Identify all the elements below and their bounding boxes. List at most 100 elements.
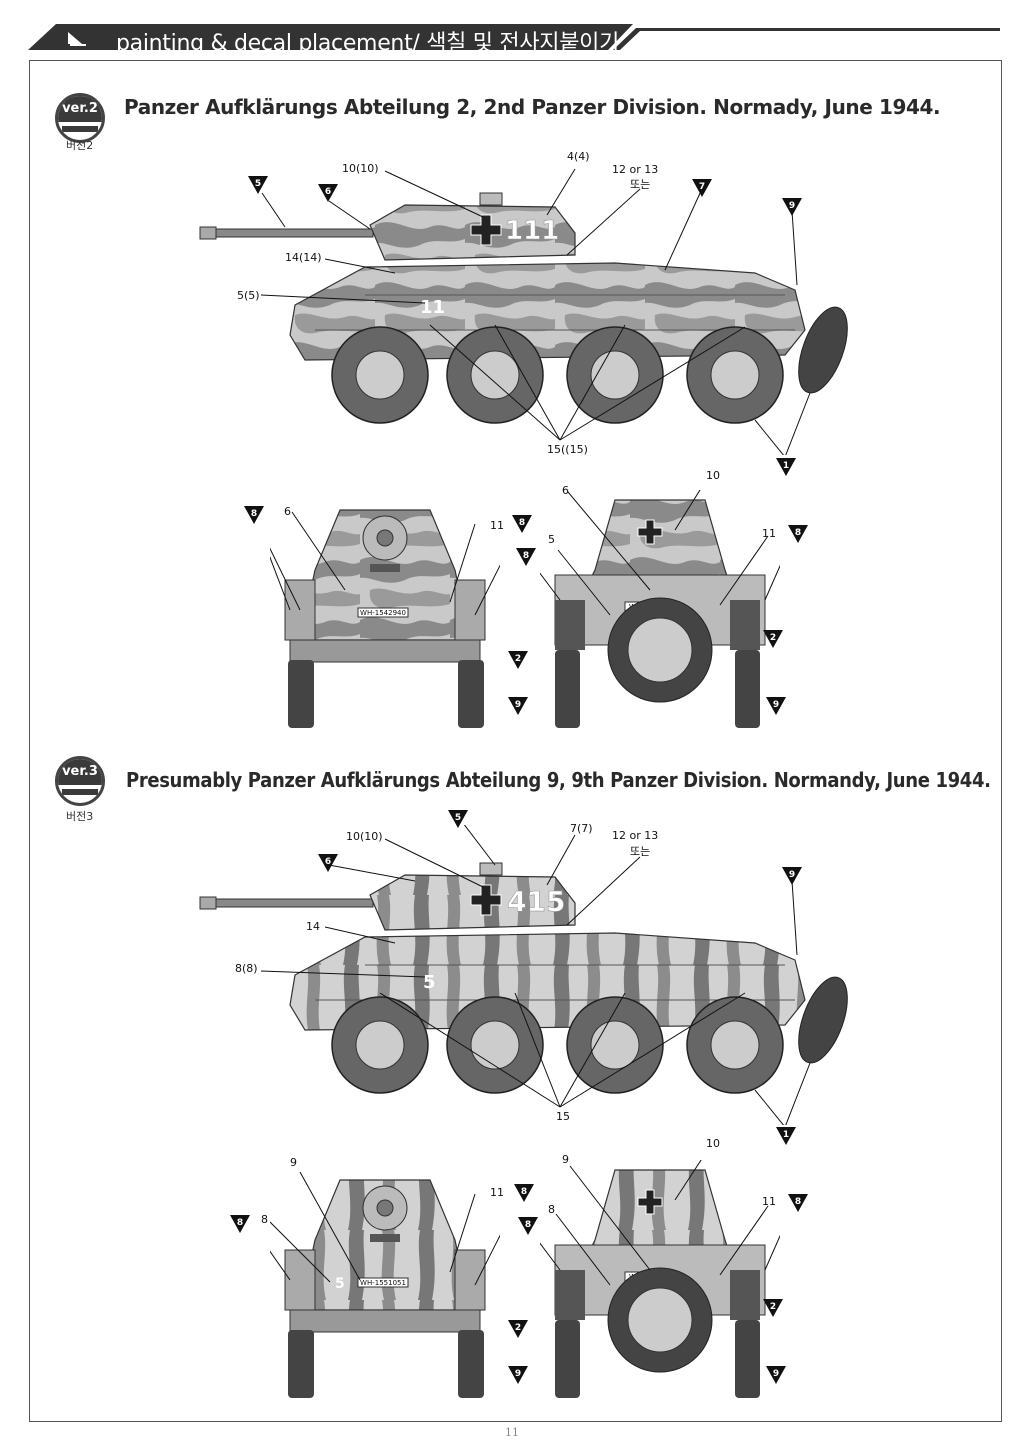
version-badge-label: ver.2: [58, 96, 102, 122]
callout-label: 11: [490, 519, 504, 532]
paint-marker: 2: [508, 651, 528, 669]
paint-marker: 7: [692, 179, 712, 197]
paint-marker: 9: [508, 697, 528, 715]
callout-label: 5: [548, 533, 555, 546]
svg-text:2: 2: [770, 633, 776, 643]
svg-text:8: 8: [237, 1218, 243, 1228]
callout-label: 14(14): [285, 251, 322, 264]
svg-text:5: 5: [335, 1276, 345, 1292]
svg-text:9: 9: [789, 201, 795, 211]
paint-marker: 2: [763, 630, 783, 648]
svg-text:8: 8: [523, 551, 529, 561]
svg-text:8: 8: [795, 528, 801, 538]
callout-label: 11: [762, 1195, 776, 1208]
callout-label: 8: [548, 1203, 555, 1216]
license-plate: WH-1551051: [360, 1279, 406, 1287]
callout-label: 또는: [630, 178, 651, 191]
callout-label: 9: [562, 1153, 569, 1166]
svg-text:2: 2: [515, 1323, 521, 1333]
paint-marker: 9: [766, 1366, 786, 1384]
callout-label: 10(10): [342, 162, 379, 175]
callout-label: 10(10): [346, 830, 383, 843]
side-view-drawing: 415 5: [199, 825, 848, 1125]
callout-label: 10: [706, 1137, 720, 1150]
paint-marker: 5: [448, 810, 468, 828]
paint-marker: 9: [766, 697, 786, 715]
svg-text:1: 1: [783, 1130, 789, 1140]
paint-marker: 8: [230, 1215, 250, 1233]
svg-text:8: 8: [795, 1197, 801, 1207]
hull-number: 11: [420, 297, 445, 318]
callout-label: 11: [490, 1186, 504, 1199]
callout-label: 4(4): [567, 150, 590, 163]
paint-marker: 9: [508, 1366, 528, 1384]
callout-label: 12 or 13: [612, 829, 659, 842]
svg-text:2: 2: [770, 1302, 776, 1312]
svg-text:8: 8: [525, 1220, 531, 1230]
paint-marker: 6: [318, 184, 338, 202]
svg-text:5: 5: [255, 179, 261, 189]
header-title: painting & decal placement/ 색칠 및 전사지붙이기: [116, 31, 620, 56]
version-badge: ver.3: [55, 756, 105, 806]
page-number: 11: [505, 1426, 519, 1439]
paint-marker: 8: [788, 1194, 808, 1212]
version-badge-subtitle: 버전3: [66, 810, 94, 823]
svg-text:9: 9: [515, 700, 521, 710]
paint-marker: 8: [516, 548, 536, 566]
rear-view-drawing: WH-1551051 5: [270, 1171, 500, 1398]
paint-marker: 8: [518, 1217, 538, 1235]
paint-marker: 1: [776, 1127, 796, 1145]
callout-label: 8(8): [235, 962, 258, 975]
svg-text:9: 9: [773, 1369, 779, 1379]
svg-text:7: 7: [699, 182, 705, 192]
version-badge-subtitle: 버전2: [66, 139, 94, 152]
callout-label: 14: [306, 920, 320, 933]
paint-marker: 9: [782, 867, 802, 885]
callout-label: 9: [290, 1156, 297, 1169]
front-view-drawing: WH-1551051: [540, 1160, 780, 1398]
paint-marker: 8: [514, 1184, 534, 1202]
paint-marker: 8: [244, 506, 264, 524]
callout-label: 또는: [630, 845, 651, 858]
rear-view-drawing: WH-1542940: [270, 509, 500, 728]
paint-marker: 8: [788, 525, 808, 543]
callout-label: 12 or 13: [612, 163, 659, 176]
version-badge: ver.2: [55, 93, 105, 143]
paint-marker: 9: [782, 198, 802, 216]
callout-label: 11: [762, 527, 776, 540]
section-header: painting & decal placement/ 색칠 및 전사지붙이기: [28, 22, 1000, 56]
paint-marker: 6: [318, 854, 338, 872]
svg-text:6: 6: [325, 857, 331, 867]
callout-label: 6: [562, 484, 569, 497]
callout-label: 15((15): [547, 443, 588, 456]
front-view-drawing: WH-1542940: [540, 490, 780, 728]
svg-text:9: 9: [773, 700, 779, 710]
svg-text:9: 9: [515, 1369, 521, 1379]
svg-text:9: 9: [789, 870, 795, 880]
svg-text:6: 6: [325, 187, 331, 197]
paint-marker: 8: [512, 515, 532, 533]
version-badge-label: ver.3: [58, 759, 102, 785]
svg-text:8: 8: [521, 1187, 527, 1197]
version-title: Panzer Aufklärungs Abteilung 2, 2nd Panz…: [124, 95, 941, 119]
side-view-drawing: 111 11: [199, 168, 848, 455]
callout-label: 6: [284, 505, 291, 518]
paint-marker: 2: [508, 1320, 528, 1338]
license-plate: WH-1542940: [360, 609, 406, 617]
callout-label: 8: [261, 1213, 268, 1226]
svg-text:1: 1: [783, 461, 789, 471]
callout-label: 7(7): [570, 822, 593, 835]
paint-marker: 1: [776, 458, 796, 476]
svg-text:5: 5: [455, 813, 461, 823]
content-frame: [29, 60, 1002, 1422]
callout-label: 15: [556, 1110, 570, 1123]
turret-number: 111: [505, 216, 559, 246]
callout-label: 10: [706, 469, 720, 482]
svg-text:8: 8: [519, 518, 525, 528]
version-title: Presumably Panzer Aufklärungs Abteilung …: [126, 768, 991, 792]
svg-text:8: 8: [251, 509, 257, 519]
paint-marker: 5: [248, 176, 268, 194]
paint-marker: 2: [763, 1299, 783, 1317]
turret-number: 415: [507, 885, 565, 918]
svg-text:2: 2: [515, 654, 521, 664]
